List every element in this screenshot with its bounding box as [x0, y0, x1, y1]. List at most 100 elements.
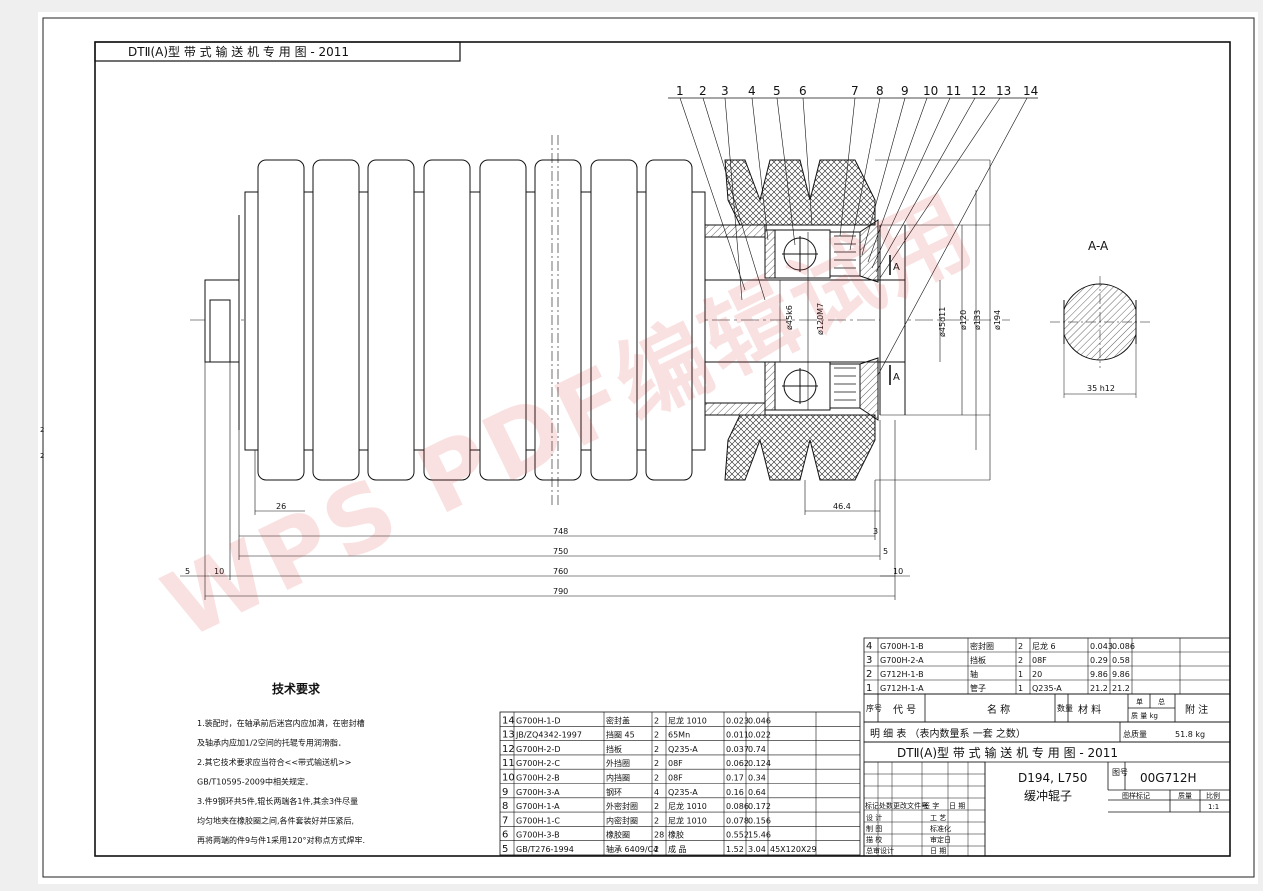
bom-cell: Q235-A — [668, 788, 698, 797]
section-mark-a: A — [893, 262, 900, 273]
bom-cell: GB/T276-1994 — [516, 845, 574, 854]
bom-head-total: 总 — [1158, 697, 1165, 706]
bom-cell: 外密封圈 — [606, 801, 638, 811]
bom-cell: 9 — [502, 787, 508, 798]
bom-cell: G700H-1-C — [516, 816, 560, 825]
role-label-2: 工 艺 — [930, 814, 946, 822]
bom-cell: 2 — [654, 845, 659, 854]
bom-cell: 0.043 — [1090, 642, 1113, 651]
bom-cell: 0.011 — [726, 731, 749, 740]
balloon-6: 6 — [799, 84, 807, 98]
bom-cell: 2 — [654, 802, 659, 811]
title-product: DTⅡ(A)型 带 式 输 送 机 专 用 图 - 2011 — [897, 745, 1118, 760]
bom-cell: 0.34 — [748, 774, 766, 783]
tech-requirements: 1.装配时，在轴承前后迷宫内应加满，在密封槽 及轴承内应加1/2空间的托辊专用润… — [197, 718, 365, 845]
dim-26: 26 — [276, 502, 286, 511]
bom-cell: 0.046 — [748, 716, 771, 725]
role-label-2: 审定日 — [930, 835, 951, 844]
dim-748: 748 — [553, 527, 568, 536]
bom-cell: 4 — [654, 788, 659, 797]
section-label: A-A — [1088, 239, 1109, 253]
balloon-10: 10 — [923, 84, 938, 98]
sign-col-label: 日 期 — [949, 802, 965, 810]
bom-cell: 0.022 — [748, 731, 771, 740]
role-label: 设 计 — [866, 813, 882, 822]
balloon-12: 12 — [971, 84, 986, 98]
inner-frame — [94, 41, 1231, 857]
bom-head-code: 代 号 — [893, 704, 916, 716]
total-mass-value: 51.8 kg — [1175, 730, 1205, 739]
bom-cell: 9.86 — [1112, 670, 1130, 679]
balloon-13: 13 — [996, 84, 1011, 98]
bom-cell: G700H-2-A — [880, 656, 924, 665]
bom-cell: 10 — [502, 773, 515, 784]
bom-cell: G700H-2-C — [516, 759, 560, 768]
bom-cell: 28 — [654, 831, 664, 840]
bom-cell: 3.04 — [748, 845, 766, 854]
tech-line: 1.装配时，在轴承前后迷宫内应加满，在密封槽 — [197, 718, 365, 728]
bom-head-no: 序号 — [866, 703, 882, 713]
role-label-2: 日 期 — [930, 847, 946, 855]
bom-cell: 4 — [866, 641, 872, 652]
bom-cell: G700H-1-A — [516, 802, 560, 811]
rubber-ring — [423, 159, 471, 481]
bom-cell: 尼龙 6 — [1032, 641, 1056, 651]
tech-line: GB/T10595-2009中相关规定． — [197, 777, 313, 787]
bom-cell: 15.46 — [748, 831, 771, 840]
drawing-no-label: 图号 — [1112, 768, 1128, 777]
header-title-box — [94, 41, 461, 62]
role-label: 制 图 — [866, 824, 882, 833]
bom-cell: 密封盖 — [606, 715, 630, 725]
bom-cell: 0.64 — [748, 788, 766, 797]
bom-cell: G700H-3-B — [516, 831, 560, 840]
bom-cell: 3 — [866, 655, 872, 666]
bom-cell: 13 — [502, 730, 515, 741]
rubber-ring — [312, 159, 360, 481]
bom-cell: 08F — [1032, 656, 1047, 665]
bom-cell: 08F — [668, 774, 683, 783]
tech-line: 3.件9钢环共5件,辊长两端各1件,其余3件尽量 — [197, 796, 358, 806]
sign-col-label: 标记 — [865, 801, 879, 810]
tech-line: 2.其它技术要求应当符合<<带式输送机>> — [197, 757, 351, 767]
bom-cell: 轴 — [970, 669, 978, 679]
bom-cell: 21.2 — [1090, 684, 1108, 693]
rubber-ring — [479, 159, 527, 481]
edge-mark: 2 — [40, 426, 44, 434]
bom-cell: 外挡圈 — [606, 758, 630, 768]
dim-790: 790 — [553, 587, 568, 596]
sign-col-label: 处数 — [879, 801, 893, 810]
title-spec: D194, L750 — [1018, 771, 1087, 785]
edge-mark: 2 — [40, 452, 44, 460]
bom-cell: 2 — [654, 716, 659, 725]
bom-cell: 0.086 — [726, 802, 749, 811]
balloon-8: 8 — [876, 84, 884, 98]
bom-head-mass: 质 量 kg — [1131, 711, 1158, 720]
bom-cell: 45X120X29 — [770, 845, 817, 854]
bom-cell: 挡圈 45 — [606, 730, 635, 740]
bom-cell: 2 — [866, 669, 872, 680]
balloon-9: 9 — [901, 84, 909, 98]
scale-value: 1:1 — [1208, 803, 1219, 811]
bom-cell: 11 — [502, 758, 515, 769]
bom-cell: 12 — [502, 744, 515, 755]
bom-cell: 0.023 — [726, 716, 749, 725]
sign-col-label: 更改文件号 — [893, 801, 928, 810]
bom-cell: 8 — [502, 801, 508, 812]
dim-phi120: ø120 — [959, 310, 968, 330]
balloon-1: 1 — [676, 84, 684, 98]
balloon-2: 2 — [699, 84, 707, 98]
balloon-4: 4 — [748, 84, 756, 98]
bom-cell: 0.552 — [726, 831, 749, 840]
bom-head-unit: 单 — [1136, 697, 1143, 706]
bom-cell: 0.156 — [748, 816, 771, 825]
dim-46-4: 46.4 — [833, 502, 851, 511]
bom-cell: 6 — [502, 830, 508, 841]
dim-750: 750 — [553, 547, 568, 556]
bom-cell: 14 — [502, 715, 515, 726]
section-mark-a: A — [893, 372, 900, 383]
rubber-ring — [257, 159, 305, 481]
bom-cell: 橡胶圈 — [606, 830, 630, 840]
